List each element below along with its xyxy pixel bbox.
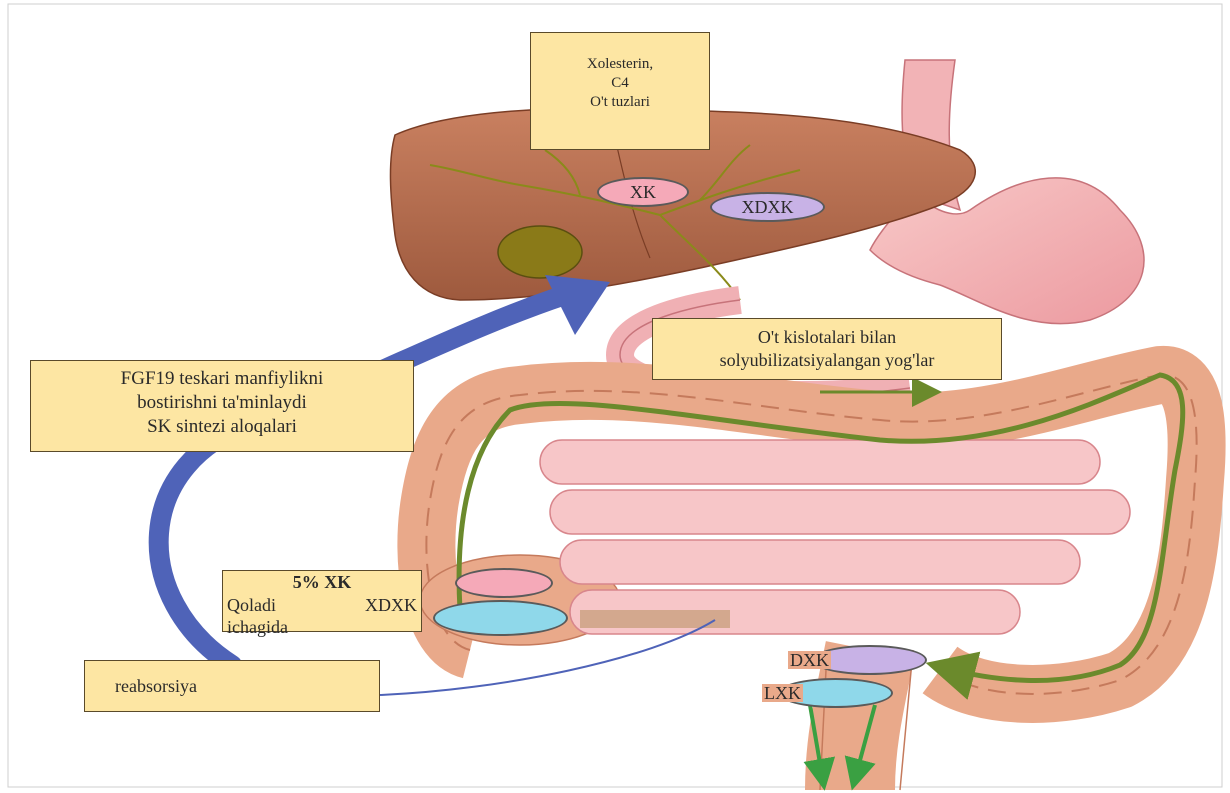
xk-liver-pill: XK — [597, 177, 689, 207]
pill-label: LXK — [762, 684, 803, 702]
box-line: solyubilizatsiyalangan yog'lar — [653, 349, 1001, 372]
box-line: Qoladi XDXK — [227, 594, 417, 617]
xdxk-label: XDXK — [365, 594, 417, 617]
box-line: bostirishni ta'minlaydi — [31, 391, 413, 415]
box-line: SK sintezi aloqalari — [31, 415, 413, 439]
xdxk-intestine-pill — [433, 600, 568, 636]
percent-remaining-box: 5% XK Qoladi XDXK ichagida — [222, 570, 422, 632]
percent-label: 5% XK — [227, 571, 417, 594]
box-line: C4 — [531, 74, 709, 93]
pill-label: DXK — [788, 651, 831, 669]
xk-intestine-pill — [455, 568, 553, 598]
reabsorption-box: reabsorsiya — [84, 660, 380, 712]
pill-label: XK — [630, 183, 656, 201]
pill-label: XDXK — [742, 198, 794, 216]
gallbladder — [498, 226, 582, 278]
box-line: O't kislotalari bilan — [653, 326, 1001, 349]
cholesterol-box: Xolesterin, C4 O't tuzlari — [530, 32, 710, 150]
box-line: FGF19 teskari manfiylikni — [31, 367, 413, 391]
small-intestine — [540, 440, 1130, 634]
xdxk-liver-pill: XDXK — [710, 192, 825, 222]
lxk-pill: LXK — [778, 678, 893, 708]
box-line: O't tuzlari — [531, 93, 709, 112]
remains-label: Qoladi — [227, 594, 276, 617]
box-line: Xolesterin, — [531, 55, 709, 74]
reabsorption-label: reabsorsiya — [115, 676, 197, 696]
dxk-pill: DXK — [812, 645, 927, 675]
box-line: ichagida — [227, 616, 417, 639]
solubilized-fats-box: O't kislotalari bilan solyubilizatsiyala… — [652, 318, 1002, 380]
fgf19-box: FGF19 teskari manfiylikni bostirishni ta… — [30, 360, 414, 452]
